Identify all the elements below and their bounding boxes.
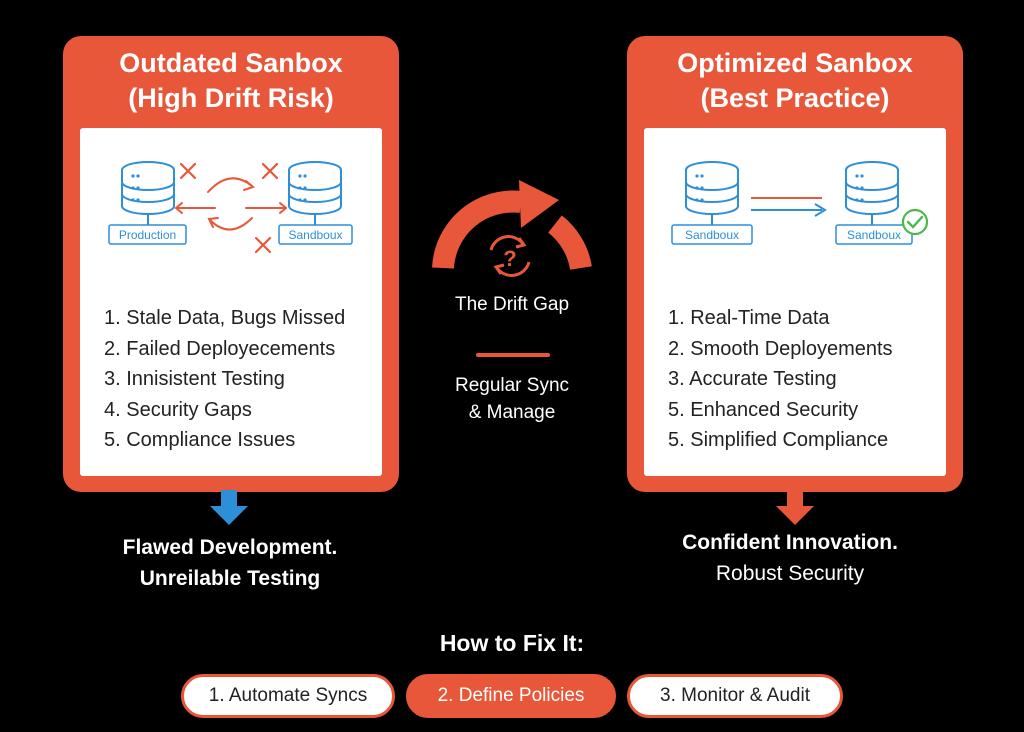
optimized-sandbox-body: Sandboux Sandboux [644, 128, 946, 476]
list-item: 3. Accurate Testing [668, 368, 837, 390]
svg-text:?: ? [503, 246, 516, 271]
list-item: 5. Compliance Issues [104, 429, 296, 451]
optimized-sandbox-title: Optimized Sanbox (Best Practice) [677, 48, 913, 113]
check-circle-icon [901, 208, 929, 236]
list-item: 1. Stale Data, Bugs Missed [104, 307, 346, 329]
source-label-box [671, 224, 753, 245]
left-outcome: Flawed Development. Unreilable Testing [122, 536, 338, 590]
optimized-sandbox-panel: Optimized Sanbox (Best Practice) Sandbou… [627, 36, 963, 492]
production-database-icon [121, 161, 175, 225]
source-database-icon [685, 161, 739, 225]
arrow-down-icon [776, 490, 814, 525]
right-outcome: Confident Innovation. Robust Security [682, 531, 898, 585]
cross-icon [179, 162, 279, 254]
automate-syncs-button[interactable]: 1. Automate Syncs [181, 674, 395, 718]
production-label: Production [119, 228, 176, 242]
sandbox-label: Sandboux [288, 228, 342, 242]
source-label: Sandboux [685, 228, 739, 242]
cycle-arrows-icon [174, 177, 288, 231]
production-label-box [108, 224, 187, 245]
drift-diagram: Production Sandboux [108, 161, 353, 254]
outdated-sandbox-body: Production Sandboux [80, 128, 382, 476]
list-item: 2. Smooth Deployements [668, 337, 893, 360]
list-item: 1. Real-Time Data [668, 307, 830, 329]
sandbox-database-icon [288, 161, 342, 225]
target-label: Sandboux [847, 228, 901, 242]
sync-label: Regular Sync & Manage [454, 375, 570, 423]
drift-gap-label: The Drift Gap [454, 294, 570, 315]
sync-arrow-icon [751, 197, 827, 217]
drift-arrowhead [519, 180, 559, 228]
benefits-list: 1. Real-Time Data 2. Smooth Deployements… [668, 303, 893, 456]
outdated-sandbox-title: Outdated Sanbox (High Drift Risk) [119, 48, 343, 113]
define-policies-button[interactable]: 2. Define Policies [406, 674, 616, 718]
list-item: 4. Security Gaps [104, 398, 252, 421]
fix-title: How to Fix It: [439, 630, 585, 656]
question-cycle-icon: ? [489, 235, 531, 277]
divider [476, 353, 550, 357]
list-item: 5. Simplified Compliance [668, 429, 889, 451]
sandbox-label-box [278, 224, 353, 245]
outdated-sandbox-panel: Outdated Sanbox (High Drift Risk) Produc… [63, 36, 399, 492]
target-database-icon [845, 161, 899, 225]
list-item: 2. Failed Deployecements [104, 337, 336, 360]
issues-list: 1. Stale Data, Bugs Missed 2. Failed Dep… [104, 303, 345, 456]
drift-arc [432, 190, 523, 269]
arrow-down-icon [210, 490, 248, 525]
drift-gap-graphic: ? [432, 180, 592, 277]
sync-diagram: Sandboux Sandboux [671, 161, 929, 245]
monitor-audit-button[interactable]: 3. Monitor & Audit [627, 674, 843, 718]
list-item: 3. Innisistent Testing [104, 368, 285, 390]
list-item: 5. Enhanced Security [668, 398, 859, 421]
